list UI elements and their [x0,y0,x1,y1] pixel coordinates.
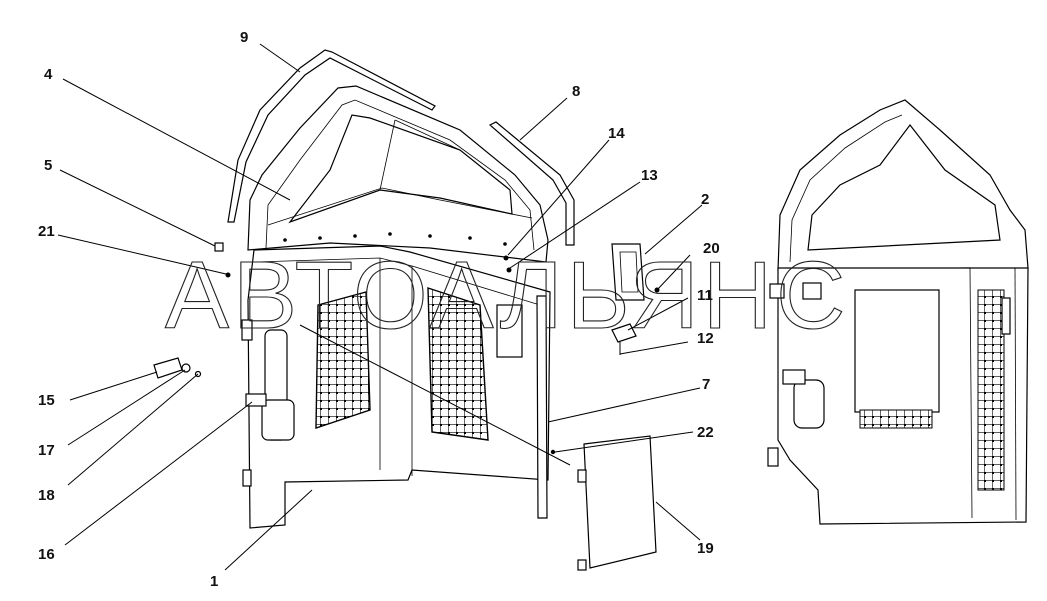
part-13-fastener [506,267,512,273]
watermark-text: АВТОАЛЬЯНС [165,242,849,349]
exploded-view [153,49,660,571]
assembled-view [767,99,1029,525]
part-1-rear-panel [241,232,551,529]
callout-18: 18 [38,487,55,504]
callout-13: 13 [641,167,658,184]
callout-labels: 9 4 8 14 13 5 2 21 20 11 12 15 7 17 22 1… [38,29,720,590]
callout-21: 21 [38,223,55,240]
part-21-fastener [225,272,231,278]
callout-12: 12 [697,330,714,347]
callout-20: 20 [703,240,720,257]
part-5-fastener [214,242,224,252]
callout-1: 1 [210,573,218,590]
callout-15: 15 [38,392,55,409]
callout-2: 2 [701,191,709,208]
part-19-side-panel [577,435,657,571]
callout-4: 4 [44,66,53,83]
callout-22: 22 [697,424,714,441]
part-9-top-seal [227,49,436,223]
callout-14: 14 [608,125,625,142]
part-14-fastener [503,255,509,261]
part-22-bolt [550,449,556,455]
top-bolts [283,232,507,246]
part-2-bracket [611,243,645,301]
part-8-side-seal [488,121,575,246]
callout-7: 7 [702,376,710,393]
part-4-roof-frame [247,85,549,263]
callout-19: 19 [697,540,714,557]
callout-16: 16 [38,546,55,563]
callout-17: 17 [38,442,55,459]
callout-5: 5 [44,157,52,174]
part-7-edge-strip [536,295,548,519]
part-17-washer [181,363,191,373]
callout-9: 9 [240,29,248,46]
callout-11: 11 [697,287,713,304]
leader-lines [57,43,703,571]
callout-8: 8 [572,83,580,100]
